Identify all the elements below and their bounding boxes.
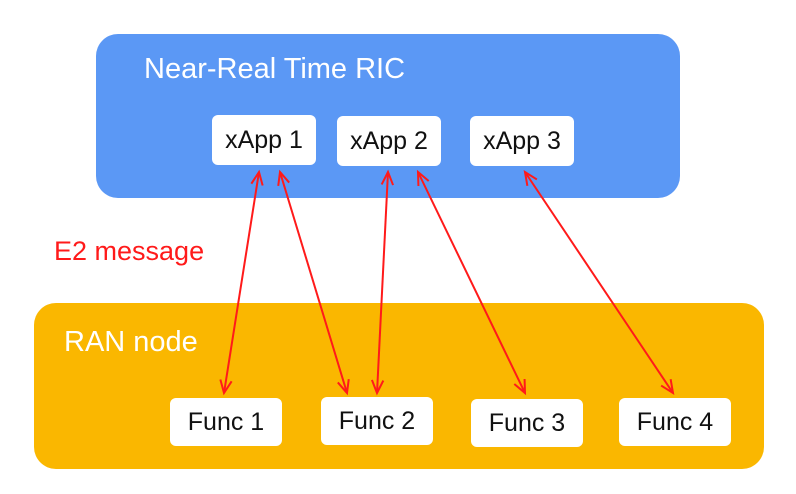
arrow-xapp3-func4 xyxy=(524,171,674,394)
arrow-xapp2-func2-head-start xyxy=(380,169,394,186)
arrow-xapp1-func2 xyxy=(279,171,348,394)
func-1-node: Func 1 xyxy=(170,398,282,446)
func-3-node: Func 3 xyxy=(471,399,583,447)
arrow-xapp2-func3-head-start xyxy=(416,169,430,187)
arrow-xapp1-func1-head-end xyxy=(219,379,233,396)
xapp-3-node: xApp 3 xyxy=(470,116,574,166)
func-2-node: Func 2 xyxy=(321,397,433,445)
xapp-1-node: xApp 1 xyxy=(212,115,316,165)
ran-node-title: RAN node xyxy=(64,326,198,358)
arrow-xapp3-func4-head-start xyxy=(523,169,538,186)
arrow-xapp1-func2-head-end xyxy=(337,378,350,396)
arrow-xapp1-func2-head-start xyxy=(277,169,290,187)
xapp-2-node: xApp 2 xyxy=(337,116,441,166)
func-4-node: Func 4 xyxy=(619,398,731,446)
near-rt-ric-title: Near-Real Time RIC xyxy=(144,53,406,85)
arrow-xapp2-func3-head-end xyxy=(513,378,527,396)
e2-message-label: E2 message xyxy=(54,236,205,266)
arrow-xapp2-func2-head-end xyxy=(371,379,385,396)
arrow-xapp1-func1 xyxy=(223,171,260,394)
arrow-xapp2-func3 xyxy=(417,171,526,394)
arrow-xapp1-func1-head-start xyxy=(250,169,264,186)
arrow-xapp2-func2 xyxy=(376,171,389,394)
arrow-xapp3-func4-head-end xyxy=(660,379,675,396)
